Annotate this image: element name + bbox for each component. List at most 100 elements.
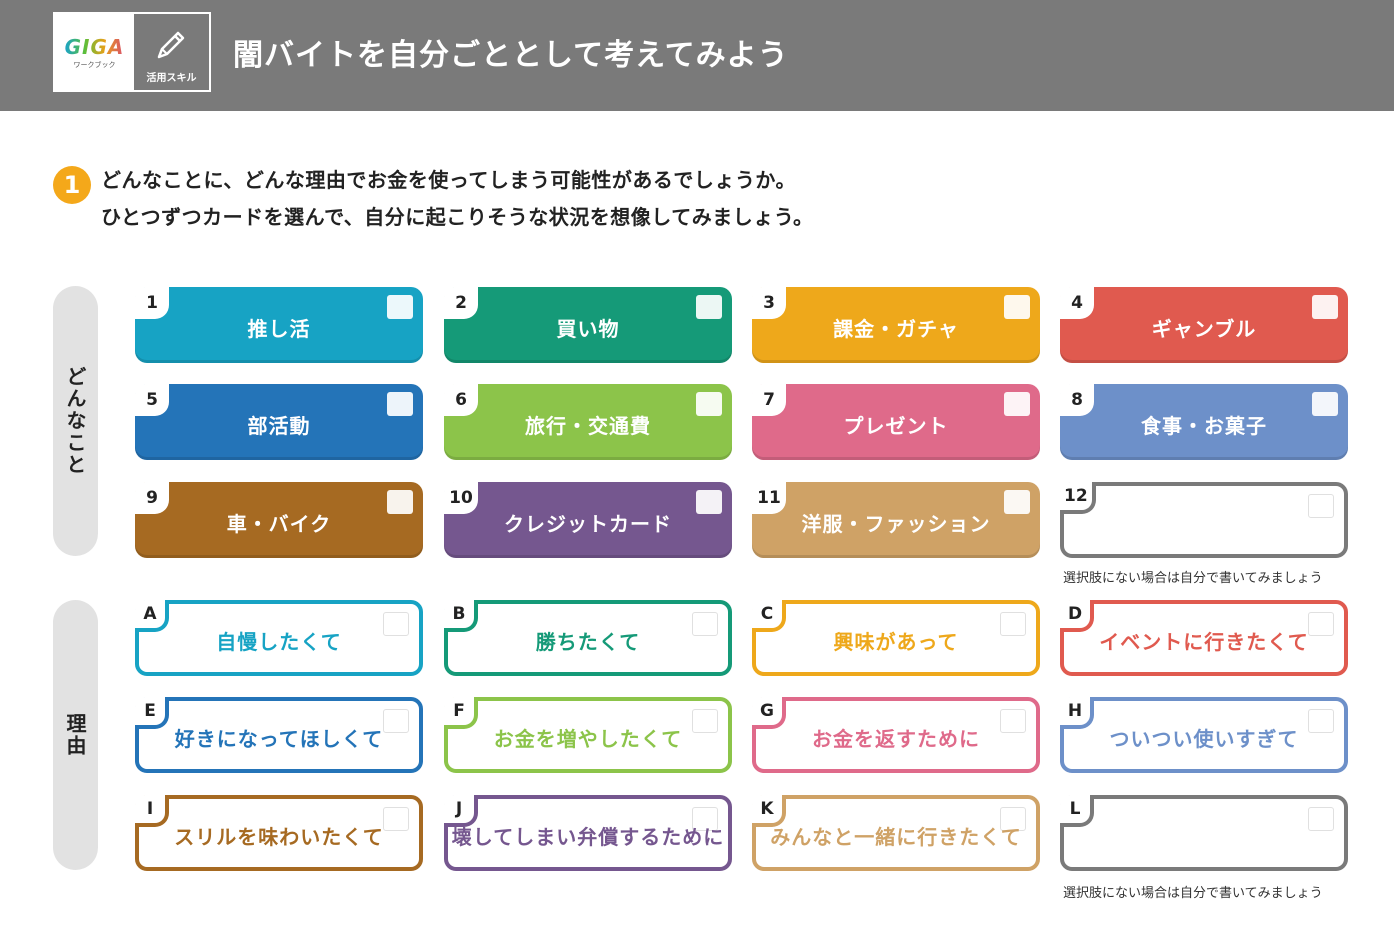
card-label: 推し活 bbox=[247, 317, 311, 341]
card-checkbox[interactable] bbox=[387, 490, 413, 514]
card-number: 9 bbox=[135, 482, 169, 514]
card-label: お金を返すために bbox=[812, 727, 980, 751]
card-number: 10 bbox=[444, 482, 478, 514]
card-number: D bbox=[1060, 600, 1094, 632]
what-custom-note: 選択肢にない場合は自分で書いてみましょう bbox=[1063, 571, 1323, 586]
card-checkbox[interactable] bbox=[1004, 490, 1030, 514]
card-6[interactable]: 6 旅行・交通費 bbox=[444, 384, 732, 460]
card-checkbox[interactable] bbox=[1312, 392, 1338, 416]
card-checkbox[interactable] bbox=[1000, 612, 1026, 636]
page-title: 闇バイトを自分ごととして考えてみよう bbox=[233, 38, 789, 73]
card-number: E bbox=[135, 697, 169, 729]
card-number: 8 bbox=[1060, 384, 1094, 416]
pencil-icon bbox=[158, 31, 185, 59]
card-checkbox[interactable] bbox=[387, 392, 413, 416]
card-checkbox[interactable] bbox=[1000, 807, 1026, 831]
card-checkbox[interactable] bbox=[1308, 709, 1334, 733]
card-checkbox[interactable] bbox=[1308, 612, 1334, 636]
card-number: 5 bbox=[135, 384, 169, 416]
card-number: K bbox=[752, 795, 786, 827]
giga-logo: GIGA ワークブック bbox=[55, 14, 134, 90]
card-number: I bbox=[135, 795, 169, 827]
card-label: 興味があって bbox=[833, 630, 959, 654]
card-checkbox[interactable] bbox=[696, 490, 722, 514]
giga-logo-text: GIGA bbox=[64, 34, 125, 59]
card-checkbox[interactable] bbox=[1004, 295, 1030, 319]
header-bar: GIGA ワークブック 活用スキル 闇バイトを自分ごととして考えてみよう bbox=[0, 0, 1394, 111]
card-label: 勝ちたくて bbox=[535, 630, 641, 654]
card-checkbox[interactable] bbox=[696, 295, 722, 319]
card-number: 3 bbox=[752, 287, 786, 319]
card-2[interactable]: 2 買い物 bbox=[444, 287, 732, 363]
card-number: C bbox=[752, 600, 786, 632]
card-label: 好きになってほしくて bbox=[174, 727, 384, 751]
card-label: 旅行・交通費 bbox=[525, 414, 651, 438]
card-4[interactable]: 4 ギャンブル bbox=[1060, 287, 1348, 363]
card-number: 7 bbox=[752, 384, 786, 416]
card-label: イベントに行きたくて bbox=[1099, 630, 1309, 654]
card-label: みんなと一緒に行きたくて bbox=[770, 825, 1022, 849]
card-A[interactable]: A 自慢したくて bbox=[135, 600, 423, 676]
card-number: J bbox=[444, 795, 478, 827]
logo: GIGA ワークブック 活用スキル bbox=[53, 12, 211, 92]
card-label: お金を増やしたくて bbox=[493, 727, 683, 751]
card-number: H bbox=[1060, 697, 1094, 729]
skill-label: 活用スキル bbox=[146, 73, 197, 84]
card-12[interactable]: 12 bbox=[1060, 482, 1348, 558]
card-3[interactable]: 3 課金・ガチャ bbox=[752, 287, 1040, 363]
card-label: 部活動 bbox=[247, 414, 311, 438]
card-checkbox[interactable] bbox=[383, 807, 409, 831]
card-label: 食事・お菓子 bbox=[1141, 414, 1267, 438]
section-label-why-text: 理由 bbox=[63, 713, 87, 757]
card-number: L bbox=[1060, 795, 1094, 827]
card-L[interactable]: L bbox=[1060, 795, 1348, 871]
card-checkbox[interactable] bbox=[692, 807, 718, 831]
card-number: A bbox=[135, 600, 169, 632]
card-5[interactable]: 5 部活動 bbox=[135, 384, 423, 460]
skill-badge: 活用スキル bbox=[133, 14, 209, 90]
card-label: 買い物 bbox=[556, 317, 620, 341]
card-number: 12 bbox=[1060, 482, 1096, 514]
card-checkbox[interactable] bbox=[1308, 494, 1334, 518]
card-C[interactable]: C 興味があって bbox=[752, 600, 1040, 676]
card-checkbox[interactable] bbox=[1004, 392, 1030, 416]
card-checkbox[interactable] bbox=[387, 295, 413, 319]
card-checkbox[interactable] bbox=[1312, 295, 1338, 319]
card-checkbox[interactable] bbox=[383, 709, 409, 733]
card-H[interactable]: H ついつい使いすぎて bbox=[1060, 697, 1348, 773]
card-number: 4 bbox=[1060, 287, 1094, 319]
card-8[interactable]: 8 食事・お菓子 bbox=[1060, 384, 1348, 460]
card-checkbox[interactable] bbox=[1308, 807, 1334, 831]
card-checkbox[interactable] bbox=[696, 392, 722, 416]
card-label: 車・バイク bbox=[226, 512, 332, 536]
card-10[interactable]: 10 クレジットカード bbox=[444, 482, 732, 558]
card-number: F bbox=[444, 697, 478, 729]
card-label: 課金・ガチャ bbox=[833, 317, 959, 341]
card-checkbox[interactable] bbox=[383, 612, 409, 636]
card-checkbox[interactable] bbox=[692, 612, 718, 636]
card-9[interactable]: 9 車・バイク bbox=[135, 482, 423, 558]
why-custom-note: 選択肢にない場合は自分で書いてみましょう bbox=[1063, 886, 1323, 901]
section-label-what: どんなこと bbox=[53, 286, 98, 556]
step-number-badge: 1 bbox=[53, 166, 91, 204]
card-checkbox[interactable] bbox=[1000, 709, 1026, 733]
card-checkbox[interactable] bbox=[692, 709, 718, 733]
card-label: クレジットカード bbox=[504, 512, 672, 536]
card-F[interactable]: F お金を増やしたくて bbox=[444, 697, 732, 773]
card-label: 自慢したくて bbox=[216, 630, 342, 654]
card-label: ギャンブル bbox=[1151, 317, 1257, 341]
card-number: 6 bbox=[444, 384, 478, 416]
card-label: スリルを味わいたくて bbox=[174, 825, 384, 849]
card-label: ついつい使いすぎて bbox=[1109, 727, 1299, 751]
card-number: 2 bbox=[444, 287, 478, 319]
